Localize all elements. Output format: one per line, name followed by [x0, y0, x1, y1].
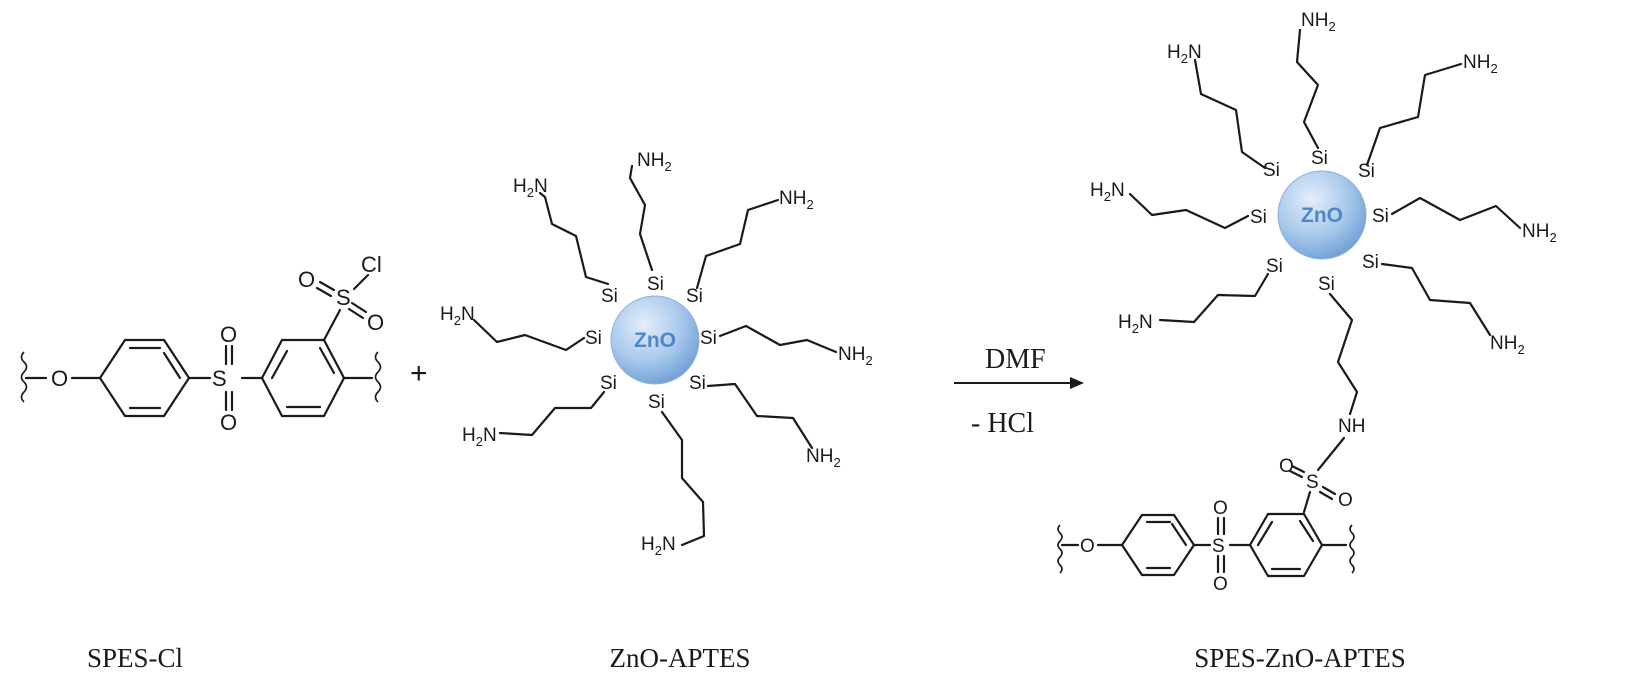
solvent-label: DMF: [985, 344, 1046, 375]
label-spes-cl: SPES-Cl: [87, 643, 183, 673]
chlorine-atom: Cl: [361, 252, 382, 277]
amine-arm-6: H2N: [462, 425, 497, 449]
si-atom: Si: [700, 328, 717, 349]
sulfonyl-sulfur: S: [336, 285, 351, 310]
zno-nanoparticle: [1277, 170, 1367, 260]
sulfone-oxygen-bottom: O: [1213, 574, 1228, 595]
sulfonamide-sulfur: S: [1306, 472, 1319, 493]
sulfonamide-oxygen-2: O: [1338, 490, 1353, 511]
amine-arm-1: H2N: [1167, 42, 1202, 66]
si-atom: Si: [1362, 252, 1379, 273]
amine-arm-6: H2N: [1118, 312, 1153, 336]
si-atom: Si: [647, 274, 664, 295]
si-atom: Si: [1266, 256, 1283, 277]
benzene-ring-2: [1248, 512, 1324, 578]
zno-core-label: ZnO: [634, 329, 676, 352]
wavy-end-right: [1349, 524, 1355, 574]
si-atom: Si: [689, 373, 706, 394]
ether-oxygen: O: [51, 366, 68, 391]
zno-aptes-structure: H2N NH2 NH2 H2N NH2 H2N NH2 H2N ZnO Si S…: [440, 150, 873, 558]
si-atom: Si: [1318, 274, 1335, 295]
plus-sign: +: [410, 357, 428, 390]
si-atom: Si: [1263, 160, 1280, 181]
spes-cl-structure: O S O O S O: [20, 252, 384, 435]
si-atom: Si: [686, 286, 703, 307]
sulfone-oxygen-top: O: [220, 322, 237, 347]
label-zno-aptes: ZnO-APTES: [610, 643, 751, 673]
wavy-end-right: [374, 351, 382, 403]
sulfone-oxygen-top: O: [1213, 498, 1228, 519]
sulfone-sulfur: S: [212, 366, 227, 391]
si-atom: Si: [1311, 148, 1328, 169]
amine-arm-7: NH2: [806, 446, 841, 470]
benzene-ring-1: [1120, 513, 1196, 577]
amine-arm-8: H2N: [641, 534, 676, 558]
amine-arm-1: H2N: [513, 176, 548, 200]
wavy-end-left: [1057, 524, 1063, 574]
sulfone-oxygen-bottom: O: [220, 410, 237, 435]
si-atom: Si: [648, 392, 665, 413]
zno-nanoparticle: [610, 295, 700, 385]
si-atom: Si: [1250, 207, 1267, 228]
amine-arm-5: NH2: [1522, 221, 1557, 245]
amine-arm-4: H2N: [440, 304, 475, 328]
si-atom: Si: [1358, 161, 1375, 182]
zno-core-label: ZnO: [1301, 204, 1343, 227]
label-spes-zno-aptes: SPES-ZnO-APTES: [1194, 643, 1406, 673]
spes-zno-aptes-structure: H2N NH2 NH2 H2N NH2 H2N NH2 NH S O O ZnO…: [1057, 10, 1557, 595]
amine-arm-3: NH2: [779, 188, 814, 212]
benzene-ring-1: [98, 338, 191, 418]
si-atom: Si: [601, 286, 618, 307]
si-atom: Si: [585, 328, 602, 349]
amine-arm-2: NH2: [637, 150, 672, 174]
amine-arm-7: NH2: [1490, 333, 1525, 357]
reaction-arrow: DMF - HCl: [954, 344, 1084, 439]
sulfone-sulfur: S: [1212, 536, 1225, 557]
si-atom: Si: [600, 373, 617, 394]
byproduct-label: - HCl: [971, 408, 1034, 439]
wavy-end-left: [20, 351, 28, 403]
amine-arm-3: NH2: [1463, 52, 1498, 76]
sulfonamide-oxygen-1: O: [1279, 456, 1294, 477]
amine-arm-4: H2N: [1090, 180, 1125, 204]
benzene-ring-2: [260, 338, 346, 418]
si-atom: Si: [1372, 206, 1389, 227]
sulfonyl-oxygen-1: O: [298, 267, 315, 292]
amine-arm-5: NH2: [838, 344, 873, 368]
amine-arm-2: NH2: [1301, 10, 1336, 34]
sulfonamide-nh: NH: [1338, 416, 1365, 437]
ether-oxygen: O: [1080, 536, 1095, 557]
sulfonyl-oxygen-2: O: [367, 310, 384, 335]
